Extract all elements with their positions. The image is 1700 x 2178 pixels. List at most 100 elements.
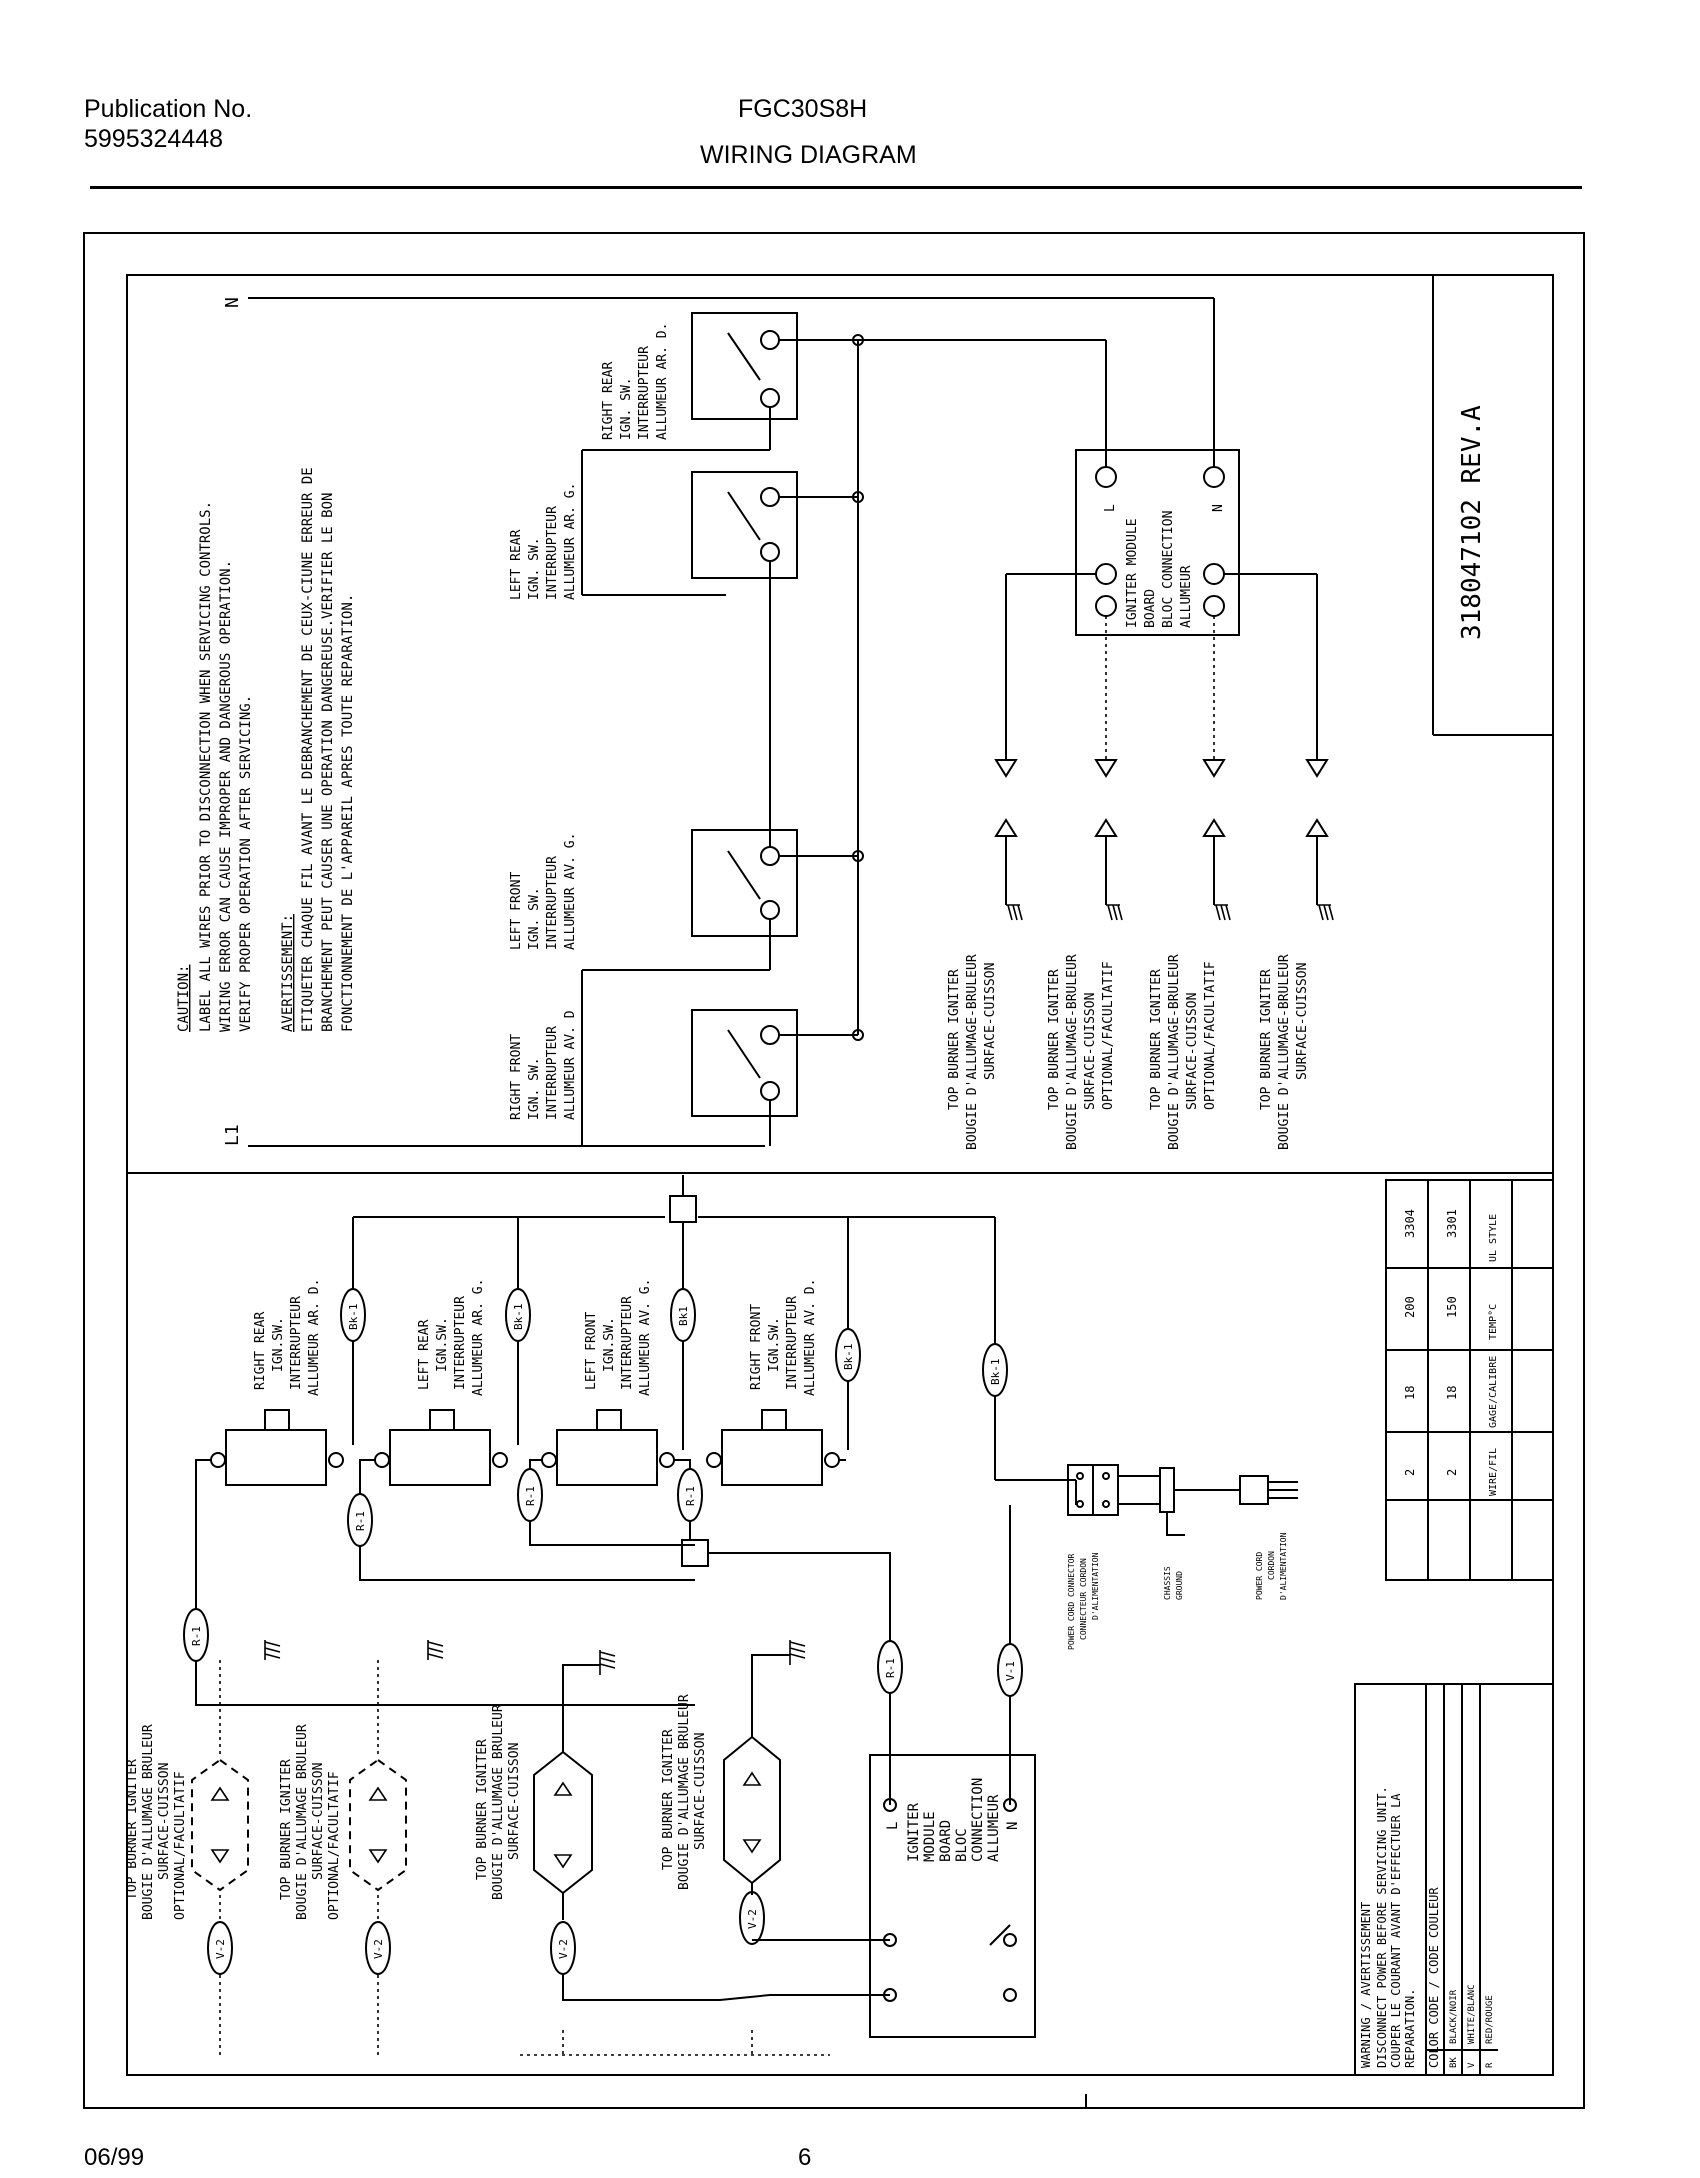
table-cell: 3304 <box>1403 1209 1417 1238</box>
table-cell: 18 <box>1445 1386 1459 1400</box>
power-part-label: D'ALIMENTATION <box>1091 1552 1100 1620</box>
igniter-label: SURFACE-CUISSON <box>507 1743 522 1860</box>
switch-label: INTERRUPTEUR <box>545 856 560 950</box>
igniter-label: SURFACE-CUISSON <box>983 963 998 1080</box>
switch-label: RIGHT REAR <box>253 1312 268 1390</box>
wire-tag-label: R-1 <box>524 1486 537 1506</box>
wire-tag <box>183 1608 209 1662</box>
power-cord-assembly <box>1067 1464 1298 1536</box>
wire-tag-label: R-1 <box>354 1511 367 1531</box>
avertissement-line: BRANCHEMENT PEUT CAUSER UNE OPERATION DA… <box>320 493 336 1032</box>
module-label: BOARD <box>1143 589 1158 628</box>
power-part-label: CONNECTEUR CORDON <box>1079 1558 1088 1640</box>
igniter-label: OPTIONAL/FACULTATIF <box>1101 961 1116 1110</box>
wire-spec-table <box>1385 1179 1554 1581</box>
module-label: L <box>885 1822 901 1830</box>
module-label: MODULE <box>922 1811 938 1862</box>
r-wiring <box>195 1459 1077 1805</box>
switch-left-rear-symbol <box>581 450 858 810</box>
wire-tag-label: R-1 <box>884 1658 897 1678</box>
igniter-label: OPTIONAL/FACULTATIF <box>173 1771 188 1920</box>
switch-label: INTERRUPTEUR <box>289 1296 304 1390</box>
power-part-label: GROUND <box>1175 1571 1184 1600</box>
wire-tag <box>505 1288 531 1342</box>
igniter-label: BOUGIE D'ALLUMAGE BRULEUR <box>141 1724 156 1920</box>
avertissement-heading: AVERTISSEMENT: <box>280 914 296 1032</box>
igniter-label: TOP BURNER IGNITER <box>279 1759 294 1900</box>
warning-line: REPARATION. <box>1403 1989 1417 2068</box>
switch-label: INTERRUPTEUR <box>637 346 652 440</box>
igniter-label: BOUGIE D'ALLUMAGE BRULEUR <box>491 1704 506 1900</box>
igniter-label: BOUGIE D'ALLUMAGE-BRULEUR <box>1065 954 1080 1150</box>
wire-tag-label: V-1 <box>1004 1661 1017 1681</box>
wire-tag <box>517 1468 543 1522</box>
wire-tag <box>670 1288 696 1342</box>
igniter-label: BOUGIE D'ALLUMAGE-BRULEUR <box>965 954 980 1150</box>
module-label: BOARD <box>938 1820 954 1862</box>
warning-line: DISCONNECT POWER BEFORE SERVICING UNIT. <box>1375 1786 1389 2068</box>
switch-label: LEFT FRONT <box>584 1312 599 1390</box>
caution-line: VERIFY PROPER OPERATION AFTER SERVICING. <box>238 695 254 1032</box>
switch-label: ALLUMEUR AR. G. <box>471 1279 486 1396</box>
igniter-label: SURFACE-CUISSON <box>1083 993 1098 1110</box>
switch-bodies <box>210 1409 840 1486</box>
igniter-label: OPTIONAL/FACULTATIF <box>1203 961 1218 1110</box>
module-terminal-label: N <box>1211 504 1226 512</box>
table-cell: 3301 <box>1445 1209 1459 1238</box>
wire-tag <box>835 1328 861 1382</box>
color-code-value: RED/ROUGE <box>1485 1995 1495 2044</box>
igniter-module-pictorial <box>869 1754 1036 2038</box>
caution-line: WIRING ERROR CAN CAUSE IMPROPER AND DANG… <box>218 560 234 1032</box>
igniter-label: BOUGIE D'ALLUMAGE BRULEUR <box>295 1724 310 1920</box>
avertissement-line: ETIQUETER CHAQUE FIL AVANT LE DEBRANCHEM… <box>300 467 316 1032</box>
switch-label: INTERRUPTEUR <box>620 1296 635 1390</box>
wire-tag <box>550 1921 576 1975</box>
igniter-label: BOUGIE D'ALLUMAGE-BRULEUR <box>1167 954 1182 1150</box>
igniter-label: SURFACE-CUISSON <box>311 1763 326 1880</box>
wire-tag-label: V-2 <box>214 1939 227 1959</box>
module-label: N <box>1005 1822 1021 1830</box>
switch-label: IGN.SW. <box>271 1317 286 1372</box>
igniter-label: TOP BURNER IGNITER <box>1259 969 1274 1110</box>
igniter-arrow-set <box>994 759 1329 905</box>
igniter-label: TOP BURNER IGNITER <box>125 1759 140 1900</box>
publication-number: 5995324448 <box>84 125 224 153</box>
power-part-label: POWER CORD CONNECTOR <box>1067 1553 1076 1650</box>
avertissement-line: FONCTIONNEMENT DE L'APPAREIL APRES TOUTE… <box>340 594 356 1032</box>
switch-label: RIGHT REAR <box>601 362 616 440</box>
switch-label: ALLUMEUR AR. D. <box>307 1279 322 1396</box>
wire-tag-label: V-2 <box>746 1909 759 1929</box>
switch-label: RIGHT FRONT <box>509 1034 524 1120</box>
color-code-key: V <box>1467 2062 1477 2068</box>
switch-label: IGN.SW. <box>767 1317 782 1372</box>
page-number: 6 <box>798 2144 812 2171</box>
switch-label: ALLUMEUR AV. G. <box>563 833 578 950</box>
module-label: BLOC CONNECTION <box>1161 511 1176 628</box>
wire-tag <box>347 1493 373 1547</box>
color-code-key: R <box>1485 2062 1495 2068</box>
wire-tag-label: Bk-1 <box>842 1344 855 1371</box>
publication-label: Publication No. <box>84 95 253 123</box>
igniter-label: SURFACE-CUISSON <box>157 1763 172 1880</box>
color-code-title: COLOR CODE / CODE COULEUR <box>1427 1887 1441 2068</box>
table-cell: 200 <box>1403 1296 1417 1318</box>
warning-line: COUPER LE COURANT AVANT D'EFFECTUER LA <box>1389 1793 1403 2068</box>
table-cell: 150 <box>1445 1296 1459 1318</box>
switch-label: IGN. SW. <box>619 377 634 440</box>
switch-label: ALLUMEUR AV. G. <box>638 1279 653 1396</box>
switch-left-front-symbol <box>582 810 858 971</box>
wire-tag-label: Bk-1 <box>989 1359 1002 1386</box>
switch-label: RIGHT FRONT <box>749 1304 764 1390</box>
igniter-label: TOP BURNER IGNITER <box>947 969 962 1110</box>
header-rule <box>90 186 1582 189</box>
switch-label: IGN. SW. <box>527 537 542 600</box>
switch-label: INTERRUPTEUR <box>785 1296 800 1390</box>
igniter-label: TOP BURNER IGNITER <box>1047 969 1062 1110</box>
color-code-key: BK <box>1449 2057 1459 2068</box>
wire-tag-label: R-1 <box>684 1486 697 1506</box>
wire-tag <box>739 1891 765 1945</box>
igniter-label: TOP BURNER IGNITER <box>661 1729 676 1870</box>
switch-label: ALLUMEUR AV. D. <box>803 1279 818 1396</box>
wire-tag-label: R-1 <box>190 1626 203 1646</box>
